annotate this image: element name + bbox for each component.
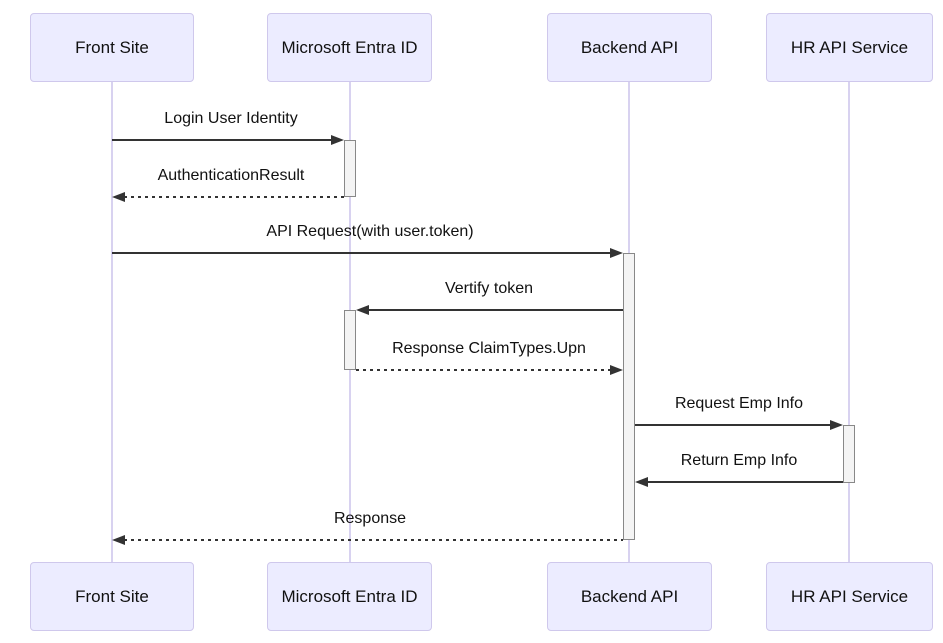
activation-backend-api [623, 253, 635, 540]
actor-label: Backend API [580, 37, 679, 57]
message-line-login-user-identity [112, 139, 335, 141]
arrowhead-right-icon [331, 135, 344, 145]
message-line-authentication-result [124, 196, 344, 198]
message-label-login-user-identity: Login User Identity [164, 110, 298, 127]
arrowhead-left-icon [112, 535, 125, 545]
arrowhead-left-icon [635, 477, 648, 487]
actor-top-backend-api: Backend API [547, 13, 712, 82]
actor-top-front-site: Front Site [30, 13, 194, 82]
actor-label: HR API Service [790, 37, 909, 57]
message-line-return-emp-info [647, 481, 843, 483]
message-label-return-emp-info: Return Emp Info [680, 452, 798, 469]
activation-hr-api [843, 425, 855, 483]
message-line-api-request [112, 252, 614, 254]
actor-bottom-microsoft-entra-id: Microsoft Entra ID [267, 562, 432, 631]
message-line-response-claimtypes [356, 369, 614, 371]
actor-bottom-front-site: Front Site [30, 562, 194, 631]
actor-label: Microsoft Entra ID [281, 37, 418, 57]
activation-entra-auth [344, 140, 356, 197]
message-line-response [124, 539, 623, 541]
actor-label: Front Site [75, 37, 149, 57]
actor-bottom-hr-api-service: HR API Service [766, 562, 933, 631]
lifeline-hr-api-service [848, 82, 850, 562]
message-label-request-emp-info: Request Emp Info [674, 395, 804, 412]
arrowhead-right-icon [610, 365, 623, 375]
arrowhead-left-icon [356, 305, 369, 315]
arrowhead-left-icon [112, 192, 125, 202]
message-label-response-claimtypes: Response ClaimTypes.Upn [392, 340, 586, 357]
lifeline-front-site [111, 82, 113, 562]
message-label-response: Response [333, 510, 407, 527]
arrowhead-right-icon [830, 420, 843, 430]
message-line-request-emp-info [635, 424, 836, 426]
actor-top-microsoft-entra-id: Microsoft Entra ID [267, 13, 432, 82]
message-label-vertify-token: Vertify token [444, 280, 534, 297]
message-label-authentication-result: AuthenticationResult [157, 167, 305, 184]
actor-label: Backend API [580, 586, 679, 606]
activation-entra-verify [344, 310, 356, 370]
actor-top-hr-api-service: HR API Service [766, 13, 933, 82]
arrowhead-right-icon [610, 248, 623, 258]
actor-label: Microsoft Entra ID [281, 586, 418, 606]
message-line-vertify-token [368, 309, 623, 311]
actor-label: Front Site [75, 586, 149, 606]
message-label-api-request: API Request(with user.token) [266, 223, 474, 240]
actor-bottom-backend-api: Backend API [547, 562, 712, 631]
actor-label: HR API Service [790, 586, 909, 606]
